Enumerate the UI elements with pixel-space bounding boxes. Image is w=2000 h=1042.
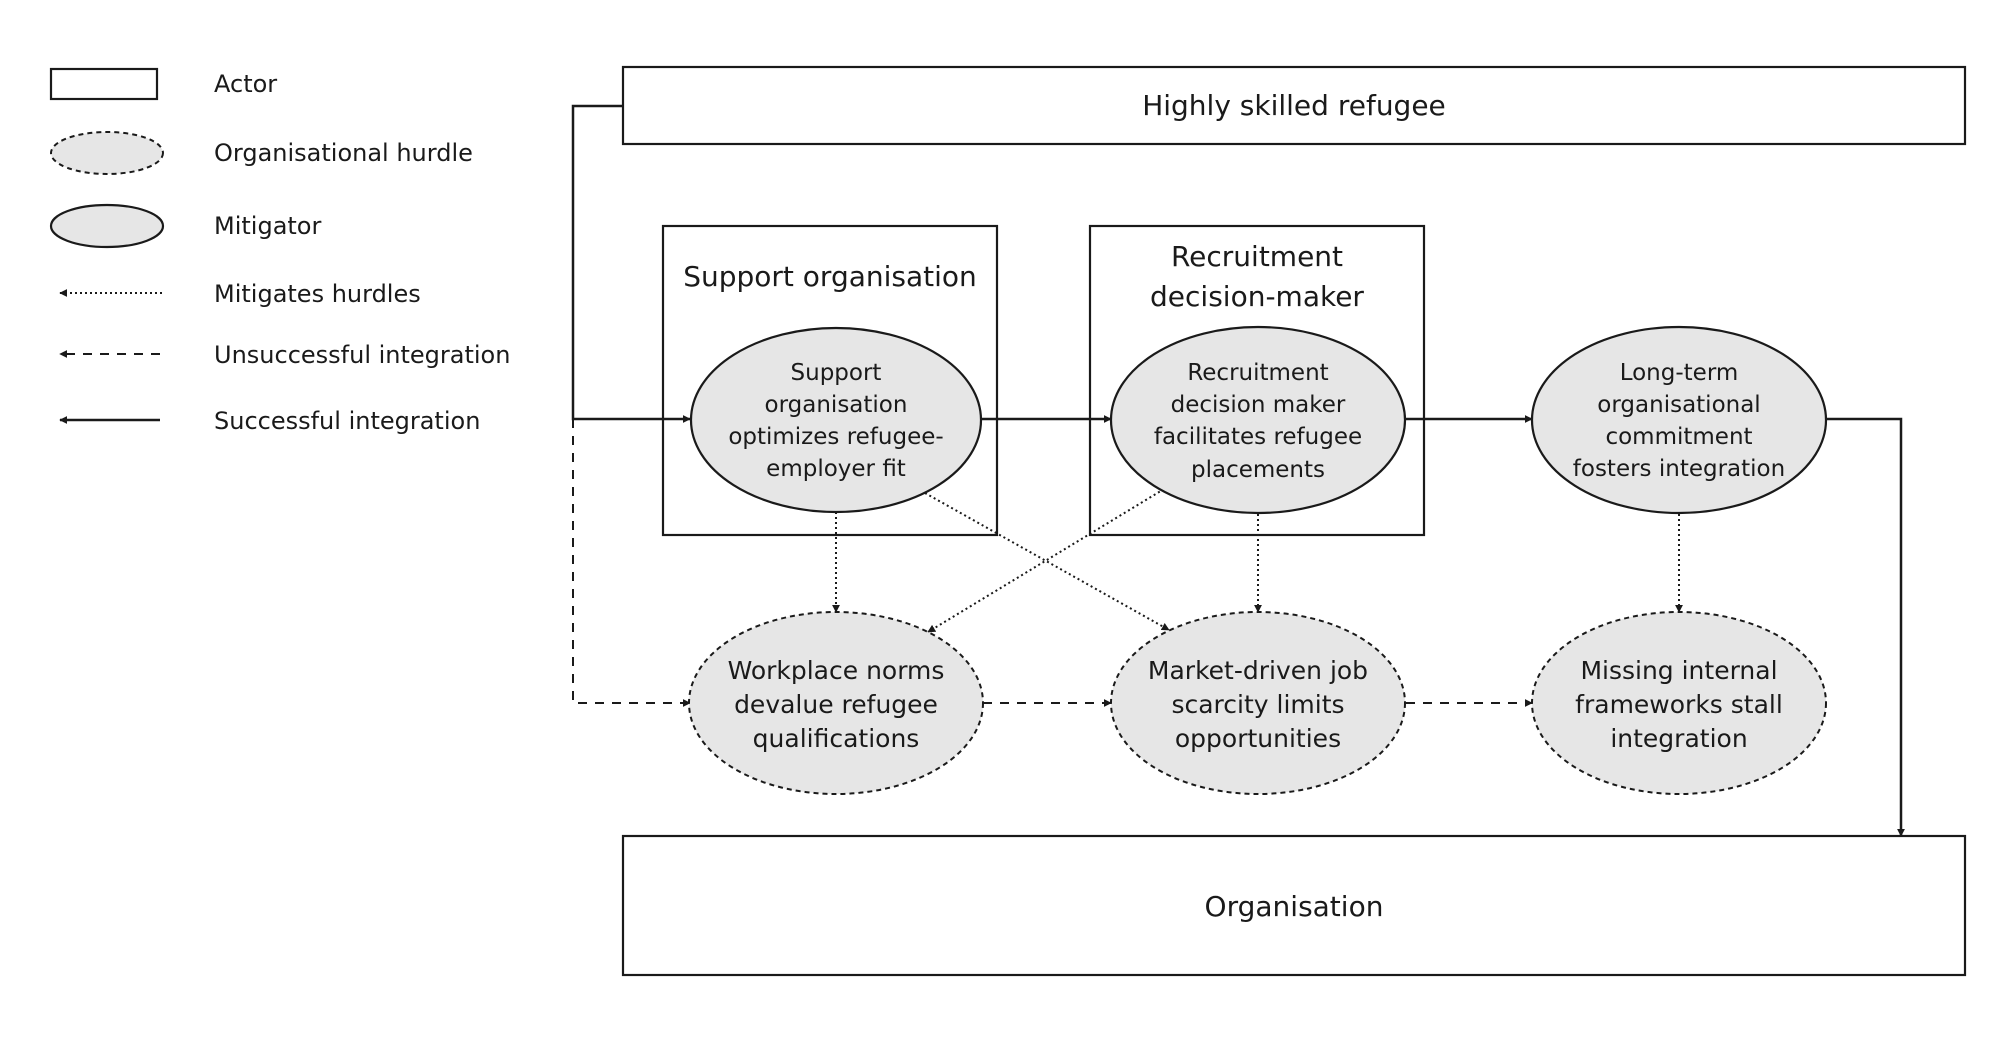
hurdle-frameworks: Missing internal frameworks stall integr…	[1531, 611, 1827, 795]
support-org-actor-label: Support organisation	[683, 260, 977, 293]
mitigator-support-shape	[689, 326, 983, 514]
hurdle-market-line-2: scarcity limits	[1171, 690, 1344, 719]
organisation-actor-box	[621, 834, 1967, 977]
mitigator-recruitment-shape	[1109, 325, 1407, 515]
mitigator-recruitment-line-1: Recruitment	[1187, 360, 1328, 386]
arrow-recruitment-mitigates-workplace	[927, 488, 1165, 633]
recruitment-actor-label-1: Recruitment	[1171, 240, 1343, 273]
legend-actor-label: Actor	[214, 70, 277, 98]
legend-hurdle-label: Organisational hurdle	[214, 139, 473, 167]
mitigator-recruitment-line-2: decision maker	[1171, 392, 1346, 418]
hurdle-market-shape	[1110, 611, 1406, 795]
hurdle-frameworks-line-1: Missing internal	[1580, 656, 1777, 685]
mitigator-recruitment-line-4: placements	[1191, 457, 1325, 483]
arrow-refugee-to-support	[571, 104, 691, 423]
mitigator-support: Support organisation optimizes refugee- …	[689, 326, 983, 514]
legend-hurdle-swatch	[50, 131, 164, 175]
mitigator-support-line-1: Support	[791, 360, 882, 386]
mitigator-longterm: Long-term organisational commitment fost…	[1530, 325, 1828, 515]
hurdle-market-line-1: Market-driven job	[1148, 656, 1368, 685]
organisation-actor-label: Organisation	[1205, 890, 1384, 923]
hurdle-workplace: Workplace norms devalue refugee qualific…	[688, 611, 984, 795]
mitigator-longterm-line-1: Long-term	[1620, 360, 1739, 386]
mitigator-longterm-line-4: fosters integration	[1573, 456, 1785, 482]
hurdle-frameworks-line-3: integration	[1610, 724, 1747, 753]
mitigator-support-line-3: optimizes refugee-	[728, 424, 943, 450]
hurdle-frameworks-shape	[1531, 611, 1827, 795]
legend-actor-swatch	[49, 67, 159, 101]
legend-mitigator-label: Mitigator	[214, 212, 321, 240]
arrow-refugee-to-workplace-hurdle	[572, 419, 691, 707]
legend-unsuccessful-label: Unsuccessful integration	[214, 341, 510, 369]
hurdle-workplace-line-2: devalue refugee	[734, 690, 938, 719]
mitigator-longterm-line-2: organisational	[1597, 392, 1760, 418]
legend: Actor Organisational hurdle Mitigator Mi…	[49, 67, 510, 435]
hurdle-market: Market-driven job scarcity limits opport…	[1110, 611, 1406, 795]
mitigator-longterm-shape	[1530, 325, 1828, 515]
hurdle-workplace-line-3: qualifications	[753, 724, 920, 753]
mitigator-support-line-2: organisation	[765, 392, 908, 418]
recruitment-actor-label-2: decision-maker	[1150, 280, 1364, 313]
mitigator-support-line-4: employer fit	[766, 456, 906, 482]
legend-mitigates-label: Mitigates hurdles	[214, 280, 421, 308]
legend-mitigator-swatch	[49, 203, 165, 249]
hurdle-workplace-line-1: Workplace norms	[728, 656, 945, 685]
hurdle-market-line-3: opportunities	[1175, 724, 1341, 753]
arrow-support-mitigates-market	[924, 492, 1170, 631]
mitigator-longterm-line-3: commitment	[1605, 424, 1752, 450]
refugee-actor-label: Highly skilled refugee	[1142, 89, 1446, 122]
mitigator-recruitment-line-3: facilitates refugee	[1154, 424, 1362, 450]
hurdle-workplace-shape	[688, 611, 984, 795]
mitigator-recruitment: Recruitment decision maker facilitates r…	[1109, 325, 1407, 515]
arrow-longterm-to-organisation	[1827, 417, 1905, 837]
legend-successful-label: Successful integration	[214, 407, 480, 435]
hurdle-frameworks-line-2: frameworks stall	[1575, 690, 1783, 719]
